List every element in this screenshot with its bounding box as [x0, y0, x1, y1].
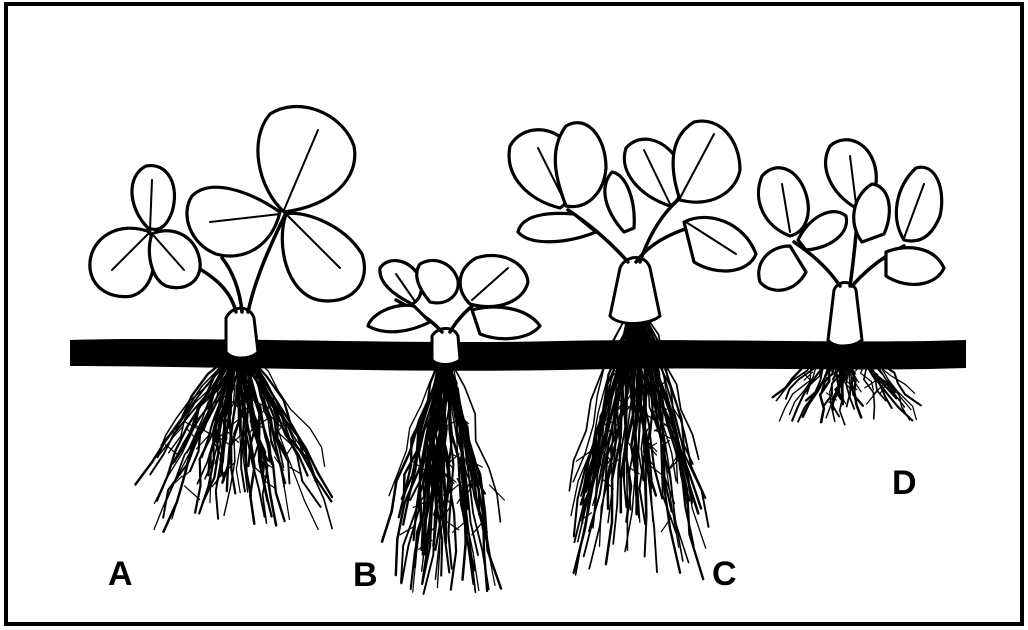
plant-b	[368, 255, 540, 593]
plant-c-leaf	[518, 213, 596, 241]
plant-b-label: B	[353, 556, 378, 594]
plant-c-crown	[610, 258, 660, 324]
plant-d-leaf	[759, 246, 806, 290]
plant-d	[758, 140, 944, 425]
plant-c-leaf	[605, 172, 634, 232]
plant-c-stem-3	[636, 228, 688, 262]
plant-d-leaf	[896, 167, 941, 241]
plant-a-leaf	[187, 187, 280, 256]
plant-b-roots	[382, 360, 504, 594]
plant-b-crown	[432, 329, 460, 365]
plant-b-leaf	[368, 305, 430, 331]
plant-c-label: C	[712, 555, 737, 593]
plant-d-crown	[828, 283, 862, 347]
plant-d-leaf	[886, 248, 944, 285]
plant-a-label: A	[108, 555, 133, 593]
plant-a	[90, 107, 365, 532]
plant-b-leaf	[472, 307, 540, 339]
plant-a-leaf	[132, 166, 175, 230]
plant-b-leaf	[417, 261, 458, 303]
plant-a-leaf	[282, 213, 364, 301]
plant-a-crown	[226, 308, 258, 358]
plant-a-roots	[135, 352, 332, 532]
plant-c-leaf	[555, 123, 606, 207]
plant-d-label: D	[892, 464, 917, 502]
plant-d-leaf	[758, 168, 808, 236]
plant-c-leaf	[673, 121, 740, 202]
